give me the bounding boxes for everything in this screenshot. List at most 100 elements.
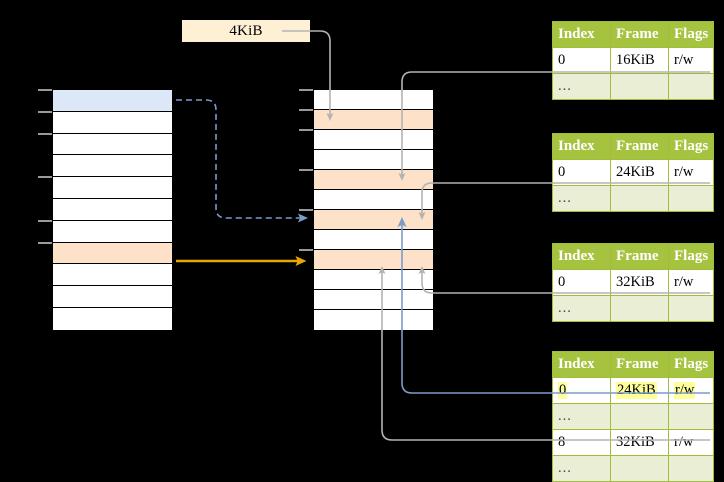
table-row[interactable]: 0 24KiB r/w <box>552 159 715 186</box>
cell-flags: r/w <box>667 429 715 456</box>
pm-row-8[interactable] <box>314 250 433 270</box>
column-header-index: Index <box>552 243 611 270</box>
cell-index: 0 <box>552 377 611 404</box>
cell-flags <box>667 403 715 430</box>
pm-row-5[interactable] <box>314 190 433 210</box>
cell-flags <box>667 295 715 322</box>
pm-tick-2 <box>299 129 313 131</box>
table-row[interactable]: 0 32KiB r/w <box>552 269 715 296</box>
table-header-row: Index Frame Flags <box>552 21 715 48</box>
cell-frame-text: 24KiB <box>616 382 657 399</box>
vas-row-5[interactable] <box>53 198 172 221</box>
vas-tick-4 <box>38 220 52 222</box>
pm-row-4[interactable] <box>314 170 433 190</box>
table-row-ellipsis[interactable]: ... <box>552 295 715 322</box>
column-header-index: Index <box>552 351 611 378</box>
virtual-address-space-stack <box>52 89 173 330</box>
page-table-level-1: Index Frame Flags 0 24KiB r/w ... <box>552 133 715 212</box>
vas-row-8[interactable] <box>53 264 172 287</box>
cell-flags: r/w <box>667 159 715 186</box>
pm-tick-4 <box>299 209 313 211</box>
column-header-flags: Flags <box>667 133 715 160</box>
vas-row-3[interactable] <box>53 155 172 178</box>
pm-tick-0 <box>299 89 313 91</box>
column-header-frame: Frame <box>610 243 669 270</box>
vas-row-9[interactable] <box>53 286 172 308</box>
cell-frame <box>610 185 669 212</box>
cell-index: ... <box>552 455 611 482</box>
physical-memory-stack <box>313 89 434 330</box>
table-row-ellipsis[interactable]: ... <box>552 403 715 430</box>
table-row-ellipsis[interactable]: ... <box>552 73 715 100</box>
cell-frame <box>610 295 669 322</box>
table-row-ellipsis[interactable]: ... <box>552 185 715 212</box>
wire-virtual-page-dashed <box>176 99 308 223</box>
pm-row-11[interactable] <box>314 310 433 330</box>
cell-frame <box>610 73 669 100</box>
page-table-level-2: Index Frame Flags 0 32KiB r/w ... <box>552 243 715 322</box>
page-table-level-3: Index Frame Flags 0 24KiB r/w ... 8 32Ki… <box>552 351 715 482</box>
table-header-row: Index Frame Flags <box>552 133 715 160</box>
cell-frame: 24KiB <box>610 159 669 186</box>
pm-row-10[interactable] <box>314 290 433 310</box>
page-table-level-0: Index Frame Flags 0 16KiB r/w ... <box>552 21 715 100</box>
vas-row-2[interactable] <box>53 133 172 156</box>
pm-row-1[interactable] <box>314 110 433 130</box>
cell-index: 8 <box>552 429 611 456</box>
cell-frame: 16KiB <box>610 47 669 74</box>
vas-row-6[interactable] <box>53 220 172 243</box>
cell-index: ... <box>552 403 611 430</box>
table-row[interactable]: 0 16KiB r/w <box>552 47 715 74</box>
table-row-highlighted[interactable]: 0 24KiB r/w <box>552 377 715 404</box>
pm-tick-5 <box>299 249 313 251</box>
vas-row-4[interactable] <box>53 177 172 199</box>
cell-flags-text: r/w <box>674 382 696 399</box>
vas-row-10[interactable] <box>53 307 172 330</box>
vas-tick-0 <box>38 89 52 91</box>
column-header-frame: Frame <box>610 21 669 48</box>
cell-index: 0 <box>552 159 611 186</box>
vas-row-7[interactable] <box>53 242 172 265</box>
pm-row-6[interactable] <box>314 210 433 230</box>
vas-tick-1 <box>38 111 52 113</box>
cell-flags <box>667 185 715 212</box>
pm-row-2[interactable] <box>314 130 433 150</box>
cell-frame <box>610 403 669 430</box>
cell-index: ... <box>552 73 611 100</box>
page-size-label: 4KiB <box>182 20 310 42</box>
cell-frame: 32KiB <box>610 269 669 296</box>
pm-row-9[interactable] <box>314 270 433 290</box>
cell-frame: 24KiB <box>610 377 669 404</box>
cell-index: ... <box>552 185 611 212</box>
vas-tick-3 <box>38 176 52 178</box>
column-header-flags: Flags <box>667 21 715 48</box>
table-row-ellipsis[interactable]: ... <box>552 455 715 482</box>
cell-index-text: 0 <box>558 382 568 399</box>
cell-flags: r/w <box>667 47 715 74</box>
pm-row-3[interactable] <box>314 150 433 170</box>
cell-frame: 32KiB <box>610 429 669 456</box>
vas-row-1[interactable] <box>53 111 172 134</box>
pm-row-7[interactable] <box>314 230 433 250</box>
cell-frame <box>610 455 669 482</box>
column-header-flags: Flags <box>667 243 715 270</box>
pm-tick-1 <box>299 109 313 111</box>
vas-tick-2 <box>38 133 52 135</box>
cell-index: 0 <box>552 269 611 296</box>
cell-index: 0 <box>552 47 611 74</box>
cell-flags: r/w <box>667 269 715 296</box>
pm-row-0[interactable] <box>314 90 433 110</box>
column-header-frame: Frame <box>610 133 669 160</box>
column-header-index: Index <box>552 133 611 160</box>
vas-row-0[interactable] <box>53 90 172 112</box>
column-header-frame: Frame <box>610 351 669 378</box>
column-header-index: Index <box>552 21 611 48</box>
table-row[interactable]: 8 32KiB r/w <box>552 429 715 456</box>
cell-flags: r/w <box>667 377 715 404</box>
cell-flags <box>667 73 715 100</box>
column-header-flags: Flags <box>667 351 715 378</box>
cell-flags <box>667 455 715 482</box>
cell-index: ... <box>552 295 611 322</box>
table-header-row: Index Frame Flags <box>552 351 715 378</box>
